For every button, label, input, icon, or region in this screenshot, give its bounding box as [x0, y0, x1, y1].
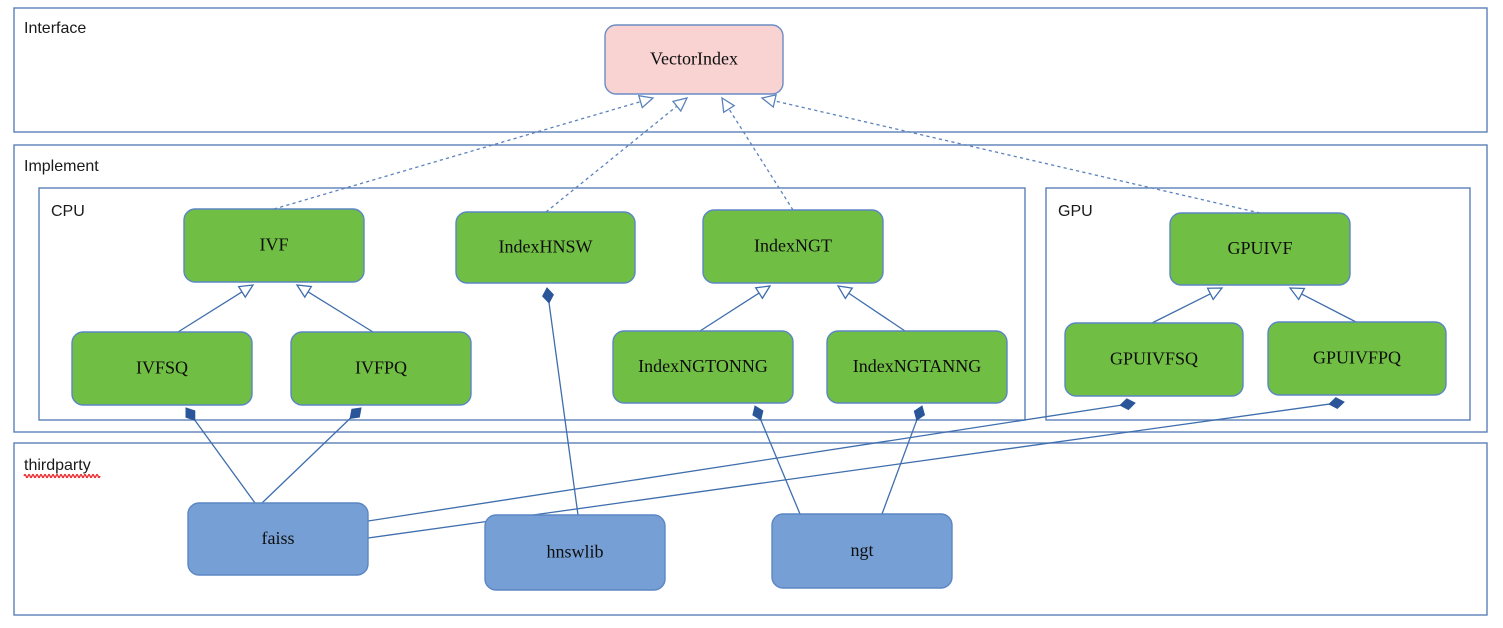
edge-line — [699, 291, 762, 332]
edge-line — [759, 417, 801, 515]
edge-line — [1299, 292, 1357, 323]
class-node-label-ivfsq: IVFSQ — [136, 358, 188, 378]
class-node-gpuivfpq[interactable]: GPUIVFPQ — [1267, 321, 1447, 396]
class-node-box-hnswlib[interactable] — [484, 514, 666, 591]
class-node-box-ngt[interactable] — [771, 513, 953, 589]
class-node-vectorindex[interactable]: VectorIndex — [604, 24, 784, 95]
group-label-implement: Implement — [24, 158, 99, 175]
group-label-gpu: GPU — [1058, 203, 1093, 220]
edge-faiss-composes-gpuivfsq — [367, 398, 1136, 522]
edge-arrowhead-solid-diamond-icon — [913, 405, 926, 421]
class-node-box-gpuivf[interactable] — [1169, 212, 1351, 286]
edge-indexhnsw-realizes-vectorindex — [545, 97, 689, 213]
edge-arrowhead-hollow-triangle-icon — [237, 284, 255, 299]
edge-hnswlib-composes-indexhnsw — [542, 287, 579, 516]
edge-gpuivf-realizes-vectorindex — [760, 94, 1261, 214]
edge-line — [306, 290, 374, 333]
class-node-box-indexngtanng[interactable] — [826, 330, 1008, 404]
edge-arrowhead-hollow-triangle-icon — [1288, 287, 1306, 301]
edge-line — [367, 404, 1123, 522]
edge-arrowhead-solid-diamond-icon — [752, 405, 764, 421]
class-node-label-indexngt: IndexNGT — [754, 236, 832, 256]
group-label-interface: Interface — [24, 20, 86, 37]
edge-arrowhead-hollow-triangle-icon — [760, 94, 777, 109]
class-node-label-ivf: IVF — [259, 235, 288, 255]
edge-indexngtonng-extends-indexngt — [699, 285, 772, 332]
edge-ivf-realizes-vectorindex — [273, 94, 655, 210]
class-node-box-indexngt[interactable] — [702, 209, 884, 284]
edge-arrowhead-solid-diamond-icon — [349, 407, 362, 419]
edge-ivfpq-extends-ivf — [295, 284, 374, 333]
edge-line — [727, 106, 794, 211]
edge-arrowhead-hollow-triangle-icon — [1206, 287, 1224, 301]
edge-arrowhead-hollow-triangle-icon — [754, 285, 772, 300]
edge-line — [193, 418, 256, 504]
class-node-ivfpq[interactable]: IVFPQ — [290, 331, 472, 406]
class-node-box-ivfsq[interactable] — [71, 331, 253, 406]
class-node-box-gpuivfsq[interactable] — [1064, 322, 1244, 397]
edge-arrowhead-solid-diamond-icon — [1119, 398, 1136, 411]
spellcheck-underline-thirdparty — [23, 473, 101, 479]
class-node-box-vectorindex[interactable] — [604, 24, 784, 95]
edge-arrowhead-hollow-triangle-icon — [637, 94, 655, 109]
class-node-box-ivf[interactable] — [183, 208, 365, 283]
edge-line — [881, 417, 919, 515]
edge-line — [548, 300, 579, 516]
class-node-label-ivfpq: IVFPQ — [355, 358, 407, 378]
group-label-thirdparty: thirdparty — [24, 457, 91, 474]
edge-faiss-composes-ivfsq — [185, 407, 256, 504]
edge-arrowhead-hollow-triangle-icon — [671, 97, 689, 113]
edge-gpuivfpq-extends-gpuivf — [1288, 287, 1357, 323]
edge-indexngt-realizes-vectorindex — [721, 96, 794, 211]
class-node-box-indexngtonng[interactable] — [612, 330, 794, 404]
edge-ngt-composes-indexngtanng — [881, 405, 926, 515]
class-node-indexngtanng[interactable]: IndexNGTANNG — [826, 330, 1008, 404]
class-node-hnswlib[interactable]: hnswlib — [484, 514, 666, 591]
edge-line — [177, 290, 245, 333]
edge-arrowhead-solid-diamond-icon — [1328, 397, 1345, 409]
edge-ivfsq-extends-ivf — [177, 284, 255, 333]
class-node-box-ivfpq[interactable] — [290, 331, 472, 406]
class-node-box-gpuivfpq[interactable] — [1267, 321, 1447, 396]
edge-faiss-composes-ivfpq — [261, 407, 362, 504]
edge-arrowhead-solid-diamond-icon — [185, 407, 196, 421]
class-node-label-gpuivfsq: GPUIVFSQ — [1110, 349, 1198, 369]
edge-line — [846, 291, 906, 332]
class-node-indexngtonng[interactable]: IndexNGTONNG — [612, 330, 794, 404]
class-node-label-vectorindex: VectorIndex — [650, 49, 738, 69]
edge-line — [545, 104, 679, 213]
class-node-ngt[interactable]: ngt — [771, 513, 953, 589]
relationships-layer — [177, 94, 1357, 539]
edge-line — [772, 99, 1261, 214]
class-node-faiss[interactable]: faiss — [187, 502, 369, 576]
class-node-label-hnswlib: hnswlib — [546, 542, 603, 562]
class-node-box-indexhnsw[interactable] — [455, 211, 636, 284]
class-node-label-ngt: ngt — [850, 540, 873, 560]
edge-gpuivfsq-extends-gpuivf — [1151, 287, 1224, 324]
class-node-label-indexngtonng: IndexNGTONNG — [638, 356, 768, 376]
class-node-label-indexhnsw: IndexHNSW — [499, 237, 593, 257]
class-node-gpuivfsq[interactable]: GPUIVFSQ — [1064, 322, 1244, 397]
class-node-label-indexngtanng: IndexNGTANNG — [853, 356, 982, 376]
edge-arrowhead-hollow-triangle-icon — [721, 96, 736, 114]
class-node-box-faiss[interactable] — [187, 502, 369, 576]
edge-indexngtanng-extends-indexngt — [836, 285, 906, 332]
class-node-indexhnsw[interactable]: IndexHNSW — [455, 211, 636, 284]
class-node-ivf[interactable]: IVF — [183, 208, 365, 283]
edge-arrowhead-hollow-triangle-icon — [836, 285, 854, 300]
class-node-indexngt[interactable]: IndexNGT — [702, 209, 884, 284]
edge-arrowhead-hollow-triangle-icon — [295, 284, 313, 299]
class-node-ivfsq[interactable]: IVFSQ — [71, 331, 253, 406]
edge-line — [1151, 292, 1213, 324]
class-node-label-gpuivfpq: GPUIVFPQ — [1313, 348, 1401, 368]
group-label-cpu: CPU — [51, 203, 85, 220]
edge-line — [261, 416, 353, 504]
class-node-label-faiss: faiss — [262, 528, 295, 548]
edge-ngt-composes-indexngtonng — [752, 405, 801, 515]
class-node-label-gpuivf: GPUIVF — [1227, 238, 1292, 258]
class-node-gpuivf[interactable]: GPUIVF — [1169, 212, 1351, 286]
edge-arrowhead-solid-diamond-icon — [542, 287, 554, 304]
